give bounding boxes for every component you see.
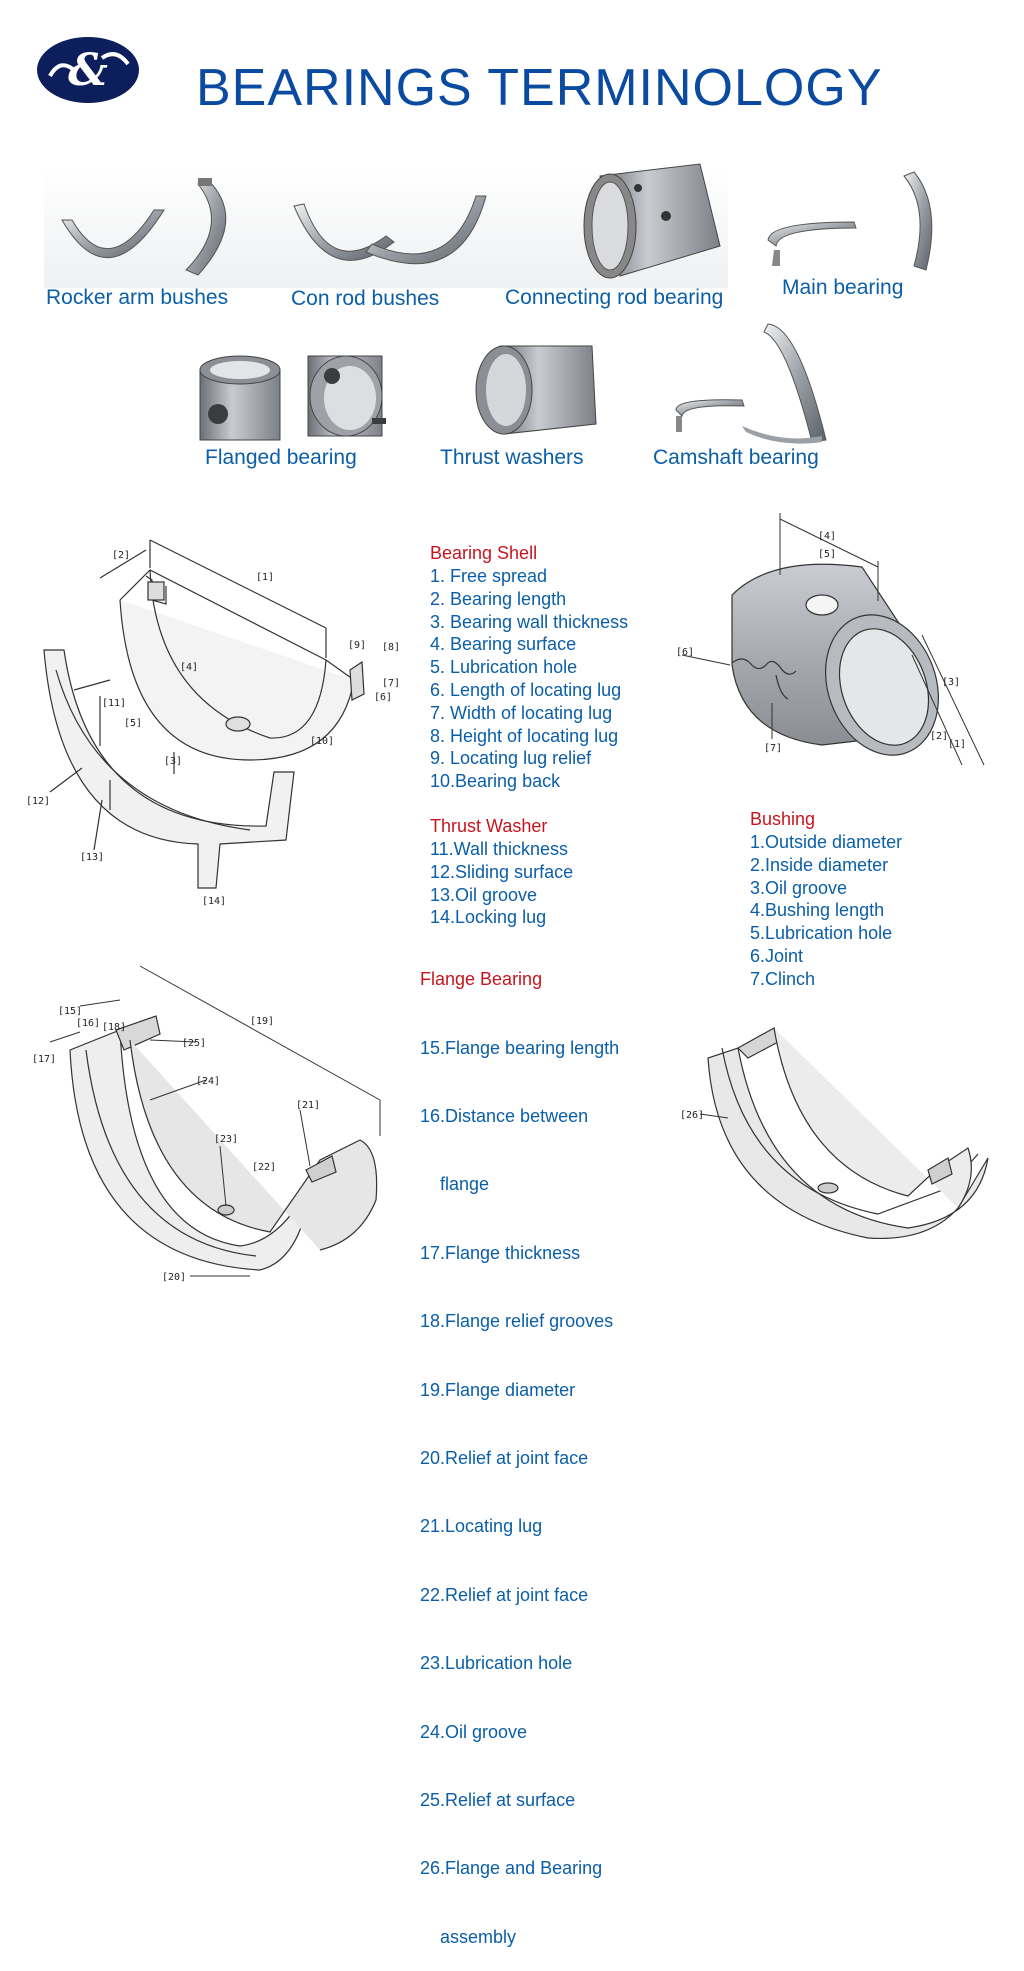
list-item: 8. Height of locating lug (430, 725, 619, 746)
list-item: 22.Relief at joint face (420, 1584, 589, 1605)
callout-flange-24: [24] (196, 1076, 220, 1087)
callout-flange-20: [20] (162, 1272, 186, 1283)
callout-shell-10: [10] (310, 736, 334, 747)
list-item: 15.Flange bearing length (420, 1037, 620, 1058)
list-item: assembly (420, 1926, 517, 1947)
list-item: 1. Free spread (430, 566, 548, 586)
list-item: 5. Lubrication hole (430, 657, 578, 678)
callout-flange-15: [15] (58, 1006, 82, 1017)
caption-camshaft-bearing: Camshaft bearing (653, 446, 819, 469)
list-item: 24.Oil groove (420, 1721, 528, 1742)
caption-connecting-rod-bearing: Connecting rod bearing (505, 286, 724, 309)
bushing-list: 1.Outside diameter 2.Inside diameter 3.O… (750, 831, 902, 991)
flange-bearing-diagram: [15] [16] [17] [18] [19] [20] [21] [22] … (32, 965, 381, 1283)
callout-shell-2: [2] (112, 550, 130, 561)
caption-main-bearing: Main bearing (782, 276, 904, 299)
list-item: 11.Wall thickness (430, 839, 569, 859)
callout-shell-9: [9] (348, 640, 366, 651)
flanged-bearing-image (199, 355, 386, 441)
page-title: BEARINGS TERMINOLOGY (196, 59, 883, 117)
bushing-heading: Bushing (750, 809, 816, 829)
callout-shell-3: [3] (164, 756, 182, 767)
callout-flange-23: [23] (214, 1134, 238, 1145)
list-item: 7.Clinch (750, 968, 816, 989)
callout-flange-18: [18] (102, 1022, 126, 1033)
callout-shell-8: [8] (382, 642, 400, 653)
list-item: 16.Distance between (420, 1105, 589, 1126)
bearing-shell-heading: Bearing Shell (430, 543, 538, 563)
bushing-diagram: [4] [5] [6] [3] [2] [1] [7] (676, 513, 985, 766)
callout-bushing-4: [4] (818, 531, 836, 542)
callout-assembly-26: [26] (680, 1110, 704, 1121)
caption-rocker-arm-bushes: Rocker arm bushes (46, 286, 229, 309)
rocker-arm-bushes-image (61, 178, 227, 276)
callout-flange-19: [19] (250, 1016, 274, 1027)
callout-shell-13: [13] (80, 852, 104, 863)
callout-flange-25: [25] (182, 1038, 206, 1049)
list-item: 19.Flange diameter (420, 1379, 576, 1400)
list-item: 7. Width of locating lug (430, 702, 613, 723)
list-item: 26.Flange and Bearing (420, 1858, 603, 1879)
list-item: 2. Bearing length (430, 588, 567, 609)
callout-flange-22: [22] (252, 1162, 276, 1173)
list-item: 6. Length of locating lug (430, 679, 622, 700)
callout-bushing-1: [1] (948, 739, 966, 750)
list-item: 6.Joint (750, 945, 804, 966)
list-item: 18.Flange relief grooves (420, 1311, 614, 1332)
camshaft-bearing-image (675, 323, 827, 444)
caption-thrust-washers: Thrust washers (440, 446, 584, 469)
bearing-shell-diagram: [1] [2] [3] [4] [5] [6] [7] [8] [9] [10]… (26, 539, 400, 907)
list-item: 23.Lubrication hole (420, 1653, 573, 1674)
flange-bearing-list: 15.Flange bearing length 16.Distance bet… (420, 991, 619, 1971)
flange-bearing-assembly-diagram: [26] (680, 1027, 989, 1240)
thrust-washer-list: 11.Wall thickness 12.Sliding surface 13.… (430, 838, 573, 929)
list-item: 5.Lubrication hole (750, 923, 893, 944)
callout-shell-14: [14] (202, 896, 226, 907)
callout-shell-7: [7] (382, 678, 400, 689)
list-item: 12.Sliding surface (430, 861, 574, 882)
list-item: 25.Relief at surface (420, 1789, 576, 1810)
list-item: 9. Locating lug relief (430, 748, 592, 769)
callout-shell-5: [5] (124, 718, 142, 729)
list-item: 13.Oil groove (430, 884, 538, 905)
callout-bushing-5: [5] (818, 549, 836, 560)
callout-flange-17: [17] (32, 1054, 56, 1065)
list-item: 3. Bearing wall thickness (430, 611, 629, 632)
list-item: 4. Bearing surface (430, 634, 577, 655)
callout-bushing-6: [6] (676, 647, 694, 658)
thrust-washer-heading: Thrust Washer (430, 816, 548, 836)
list-item: 4.Bushing length (750, 900, 885, 921)
callout-flange-16: [16] (76, 1018, 100, 1029)
list-item: 17.Flange thickness (420, 1242, 581, 1263)
callout-bushing-3: [3] (942, 677, 960, 688)
list-item: 20.Relief at joint face (420, 1447, 589, 1468)
list-item: 1.Outside diameter (750, 832, 903, 852)
callout-bushing-2: [2] (930, 731, 948, 742)
flange-bearing-heading: Flange Bearing (420, 969, 543, 989)
thrust-washers-image (475, 345, 597, 435)
list-item: 2.Inside diameter (750, 854, 889, 875)
callout-bushing-7: [7] (764, 743, 782, 754)
caption-flanged-bearing: Flanged bearing (205, 446, 357, 469)
list-item: 3.Oil groove (750, 877, 848, 898)
ampersand-logo-icon: & (37, 37, 139, 103)
main-bearing-image (767, 171, 933, 271)
svg-text:&: & (68, 45, 108, 96)
con-rod-bushes-image (293, 195, 487, 265)
callout-shell-6: [6] (374, 692, 392, 703)
bearing-shell-list: 1. Free spread 2. Bearing length 3. Bear… (430, 565, 628, 793)
connecting-rod-bearing-image (583, 163, 721, 279)
callout-flange-21: [21] (296, 1100, 320, 1111)
callout-shell-11: [11] (102, 698, 126, 709)
list-item: 21.Locating lug (420, 1516, 543, 1537)
callout-shell-1: [1] (256, 572, 274, 583)
callout-shell-4: [4] (180, 662, 198, 673)
list-item: 14.Locking lug (430, 907, 547, 928)
caption-con-rod-bushes: Con rod bushes (291, 287, 440, 310)
list-item: flange (420, 1174, 490, 1195)
list-item: 10.Bearing back (430, 771, 561, 792)
callout-shell-12: [12] (26, 796, 50, 807)
